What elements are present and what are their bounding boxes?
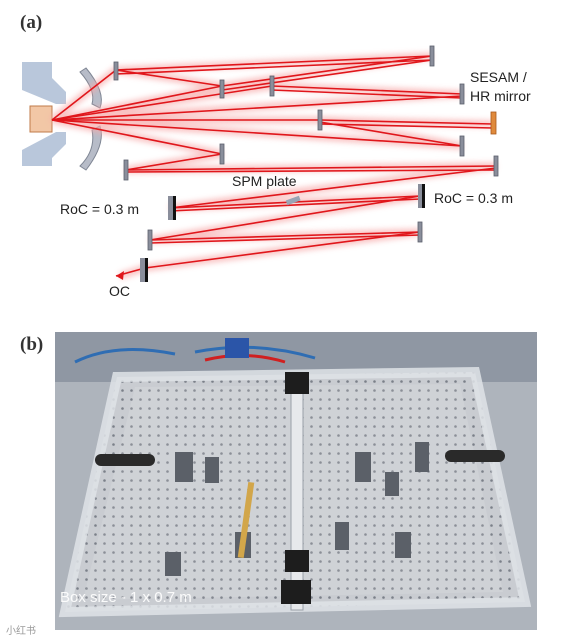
sesam-label-line1: SESAM / [470, 69, 527, 85]
panel-b-letter: (b) [20, 334, 44, 355]
mirror [147, 229, 153, 251]
optics-mounts [165, 442, 429, 576]
output-coupler [140, 258, 148, 282]
optic-mount [355, 452, 371, 482]
roc-mirror-left [168, 196, 176, 220]
optic-mount [415, 442, 429, 472]
mirror [493, 155, 499, 177]
cable [74, 345, 316, 364]
mirror [317, 109, 323, 131]
optic-mount [385, 472, 399, 496]
mount [225, 338, 249, 358]
optic-mount [395, 532, 411, 558]
sesam-label-line2: HR mirror [470, 88, 531, 104]
roc-mirror-right [418, 184, 425, 208]
enclosure-frame [58, 366, 532, 618]
mirror [219, 143, 225, 165]
panel-a-letter: (a) [20, 12, 43, 33]
roc-left-label: RoC = 0.3 m [60, 201, 139, 217]
sesam-mirror [490, 111, 497, 135]
setup-photo: Box size - 1 x 0.7 m [55, 332, 537, 630]
mirror [459, 83, 465, 105]
corner-bracket [285, 550, 309, 572]
roc-right-label: RoC = 0.3 m [434, 190, 513, 206]
spm-plate [285, 195, 301, 206]
optic-mount [175, 452, 193, 482]
optic-mount [165, 552, 181, 576]
mirror [123, 159, 129, 181]
oc-label: OC [109, 283, 130, 299]
corner-bracket [281, 580, 311, 604]
mirrors [113, 45, 499, 251]
mirror [429, 45, 435, 67]
mirror [417, 221, 423, 243]
handle-left [95, 454, 155, 466]
box-size-label: Box size - 1 x 0.7 m [60, 589, 192, 606]
pump-block [29, 105, 53, 133]
spm-plate-label: SPM plate [232, 173, 297, 189]
watermark: 小红书 [6, 626, 36, 637]
mirror [219, 79, 225, 99]
beam [51, 55, 497, 277]
mirror [459, 135, 465, 157]
cavity-diagram: SESAM / HR mirror SPM plate RoC = 0.3 m … [22, 45, 531, 299]
corner-bracket [285, 372, 309, 394]
center-rail [290, 373, 304, 611]
wooden-stick [237, 481, 255, 559]
optic-mount [205, 457, 219, 483]
output-arrow [116, 271, 124, 280]
optic-mount [335, 522, 349, 550]
handle-right [445, 450, 505, 462]
mirror [113, 61, 119, 81]
mirror [269, 75, 275, 97]
